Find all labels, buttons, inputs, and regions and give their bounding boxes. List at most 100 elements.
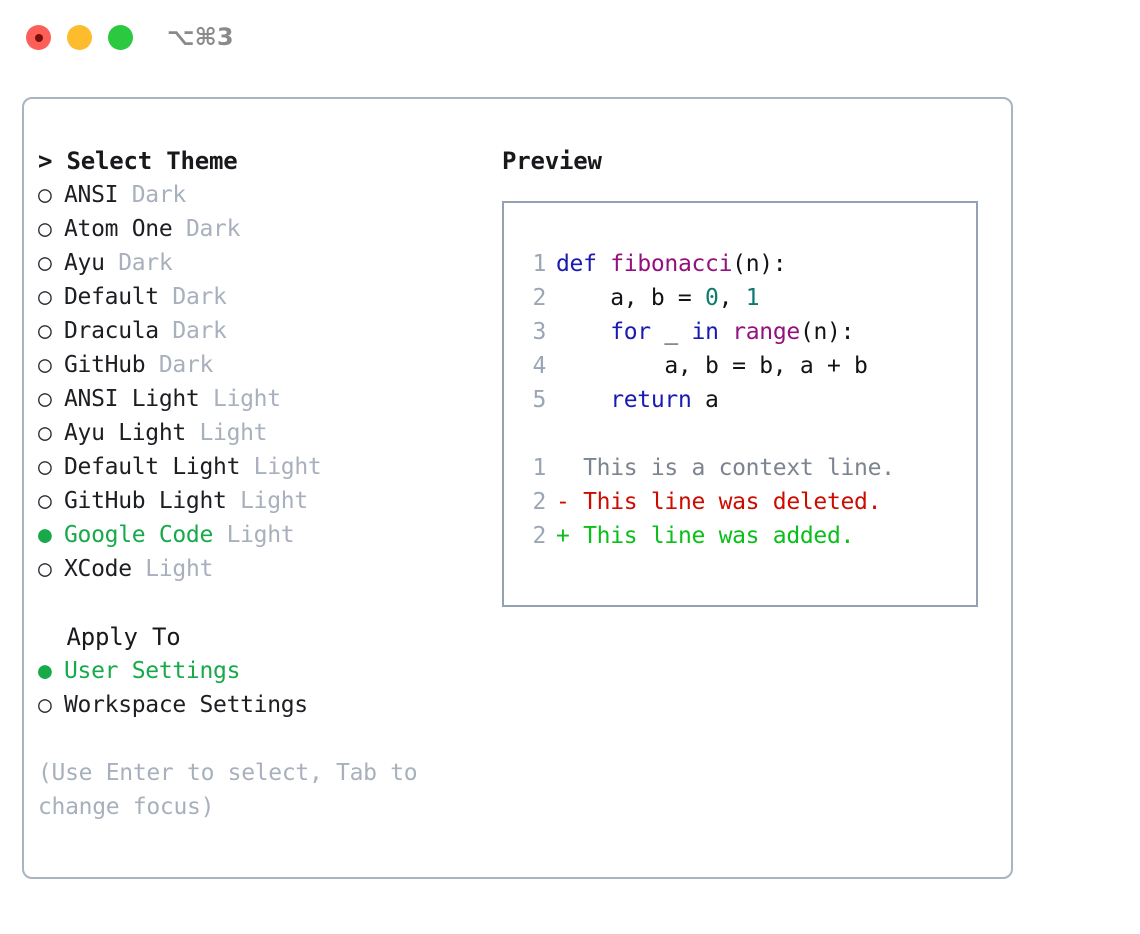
diff-marker bbox=[556, 455, 570, 481]
option-label: ANSI Light bbox=[64, 386, 200, 412]
diff-text: This line was deleted. bbox=[569, 489, 882, 515]
option-label: Default bbox=[64, 284, 159, 310]
option-label: Ayu bbox=[64, 250, 105, 276]
code-diff-spacer bbox=[520, 417, 976, 451]
option-variant-tag: Light bbox=[240, 454, 322, 480]
code-token: _ bbox=[650, 319, 692, 345]
option-variant-tag: Dark bbox=[172, 216, 241, 242]
code-token: , bbox=[718, 285, 746, 311]
theme-option-0[interactable]: ○ANSI Dark bbox=[38, 178, 478, 212]
diff-line: 2- This line was deleted. bbox=[520, 485, 976, 519]
theme-option-11[interactable]: ○ XCode Light bbox=[38, 552, 478, 586]
code-token: a, b = bbox=[556, 285, 706, 311]
apply-option-0[interactable]: ● User Settings bbox=[38, 654, 478, 688]
radio-unselected-icon: ○ bbox=[38, 182, 52, 208]
theme-option-7[interactable]: ○Ayu Light Light bbox=[38, 416, 478, 450]
diff-line: 1 This is a context line. bbox=[520, 451, 976, 485]
code-token: for bbox=[610, 319, 651, 345]
apply-to-header: Apply To bbox=[38, 623, 181, 651]
main-panel: > Select Theme ○ANSI Dark○Atom One Dark○… bbox=[22, 97, 1013, 879]
option-variant-tag: Light bbox=[213, 522, 295, 548]
option-label: Atom One bbox=[64, 216, 173, 242]
code-line: 4 a, b = b, a + b bbox=[520, 349, 976, 383]
radio-unselected-icon: ○ bbox=[38, 488, 52, 514]
option-label: GitHub bbox=[64, 352, 146, 378]
traffic-light-group bbox=[26, 25, 133, 50]
select-theme-header: > Select Theme bbox=[38, 147, 238, 175]
code-token: range bbox=[732, 319, 800, 345]
radio-unselected-icon: ○ bbox=[38, 692, 52, 718]
code-token: 1 bbox=[745, 285, 760, 311]
line-number: 2 bbox=[532, 489, 546, 515]
option-label: Default Light bbox=[64, 454, 241, 480]
diff-text: This line was added. bbox=[569, 523, 855, 549]
line-number: 5 bbox=[532, 387, 546, 413]
code-token: return bbox=[610, 387, 692, 413]
theme-option-3[interactable]: ○ Default Dark bbox=[38, 280, 478, 314]
theme-option-8[interactable]: ○Default Light Light bbox=[38, 450, 478, 484]
option-label: Google Code bbox=[64, 522, 214, 548]
radio-unselected-icon: ○ bbox=[38, 250, 52, 276]
radio-selected-icon: ● bbox=[38, 522, 52, 548]
theme-option-6[interactable]: ○ ANSI Light Light bbox=[38, 382, 478, 416]
code-token: a, b = b, a + b bbox=[556, 353, 868, 379]
option-label: Workspace Settings bbox=[64, 692, 308, 718]
code-line: 5 return a bbox=[520, 383, 976, 417]
code-line: 3 for _ in range(n): bbox=[520, 315, 976, 349]
option-variant-tag: Light bbox=[199, 386, 281, 412]
theme-option-9[interactable]: ○GitHub Light Light bbox=[38, 484, 478, 518]
code-token: def bbox=[556, 251, 597, 277]
apply-option-1[interactable]: ○ Workspace Settings bbox=[38, 688, 478, 722]
code-token: fibonacci bbox=[610, 251, 733, 277]
diff-sample: 1 This is a context line.2- This line wa… bbox=[520, 451, 976, 553]
option-label: GitHub Light bbox=[64, 488, 227, 514]
option-variant-tag: Light bbox=[131, 556, 214, 582]
keyboard-shortcut-label: ⌥⌘3 bbox=[167, 23, 234, 51]
maximize-button-icon[interactable] bbox=[108, 25, 133, 50]
line-number: 1 bbox=[532, 455, 546, 481]
preview-title: Preview bbox=[502, 147, 602, 175]
diff-marker: + bbox=[556, 523, 570, 549]
option-label: Ayu Light bbox=[64, 420, 186, 446]
radio-selected-icon: ● bbox=[38, 658, 52, 684]
line-number: 1 bbox=[532, 251, 546, 277]
radio-unselected-icon: ○ bbox=[38, 352, 52, 378]
diff-marker: - bbox=[556, 489, 570, 515]
code-token: in bbox=[691, 319, 719, 345]
theme-option-1[interactable]: ○ Atom One Dark bbox=[38, 212, 478, 246]
option-label: XCode bbox=[64, 556, 132, 582]
minimize-button-icon[interactable] bbox=[67, 25, 92, 50]
theme-selector-column: > Select Theme ○ANSI Dark○Atom One Dark○… bbox=[38, 144, 478, 824]
option-variant-tag: Dark bbox=[118, 182, 187, 208]
theme-option-4[interactable]: ○Dracula Dark bbox=[38, 314, 478, 348]
apply-to-option-list: ● User Settings ○ Workspace Settings bbox=[38, 654, 478, 722]
code-token: (n): bbox=[799, 319, 855, 345]
radio-unselected-icon: ○ bbox=[38, 556, 52, 582]
radio-unselected-icon: ○ bbox=[38, 420, 52, 446]
line-number: 2 bbox=[532, 523, 546, 549]
diff-text: This is a context line. bbox=[569, 455, 895, 481]
option-variant-tag: Dark bbox=[104, 250, 173, 276]
theme-option-list: ○ANSI Dark○Atom One Dark○Ayu Dark○Defaul… bbox=[38, 178, 478, 586]
theme-option-10[interactable]: ● Google Code Light bbox=[38, 518, 478, 552]
line-number: 4 bbox=[532, 353, 546, 379]
theme-option-2[interactable]: ○ Ayu Dark bbox=[38, 246, 478, 280]
option-variant-tag: Dark bbox=[158, 318, 227, 344]
theme-option-5[interactable]: ○GitHub Dark bbox=[38, 348, 478, 382]
code-token bbox=[597, 251, 611, 277]
radio-unselected-icon: ○ bbox=[38, 216, 52, 242]
section-spacer bbox=[38, 586, 478, 620]
code-line: 2 a, b = 0, 1 bbox=[520, 281, 976, 315]
close-button-icon[interactable] bbox=[26, 25, 51, 50]
radio-unselected-icon: ○ bbox=[38, 386, 52, 412]
option-variant-tag: Dark bbox=[158, 284, 227, 310]
option-label: User Settings bbox=[64, 658, 241, 684]
code-token bbox=[719, 319, 733, 345]
radio-unselected-icon: ○ bbox=[38, 284, 52, 310]
